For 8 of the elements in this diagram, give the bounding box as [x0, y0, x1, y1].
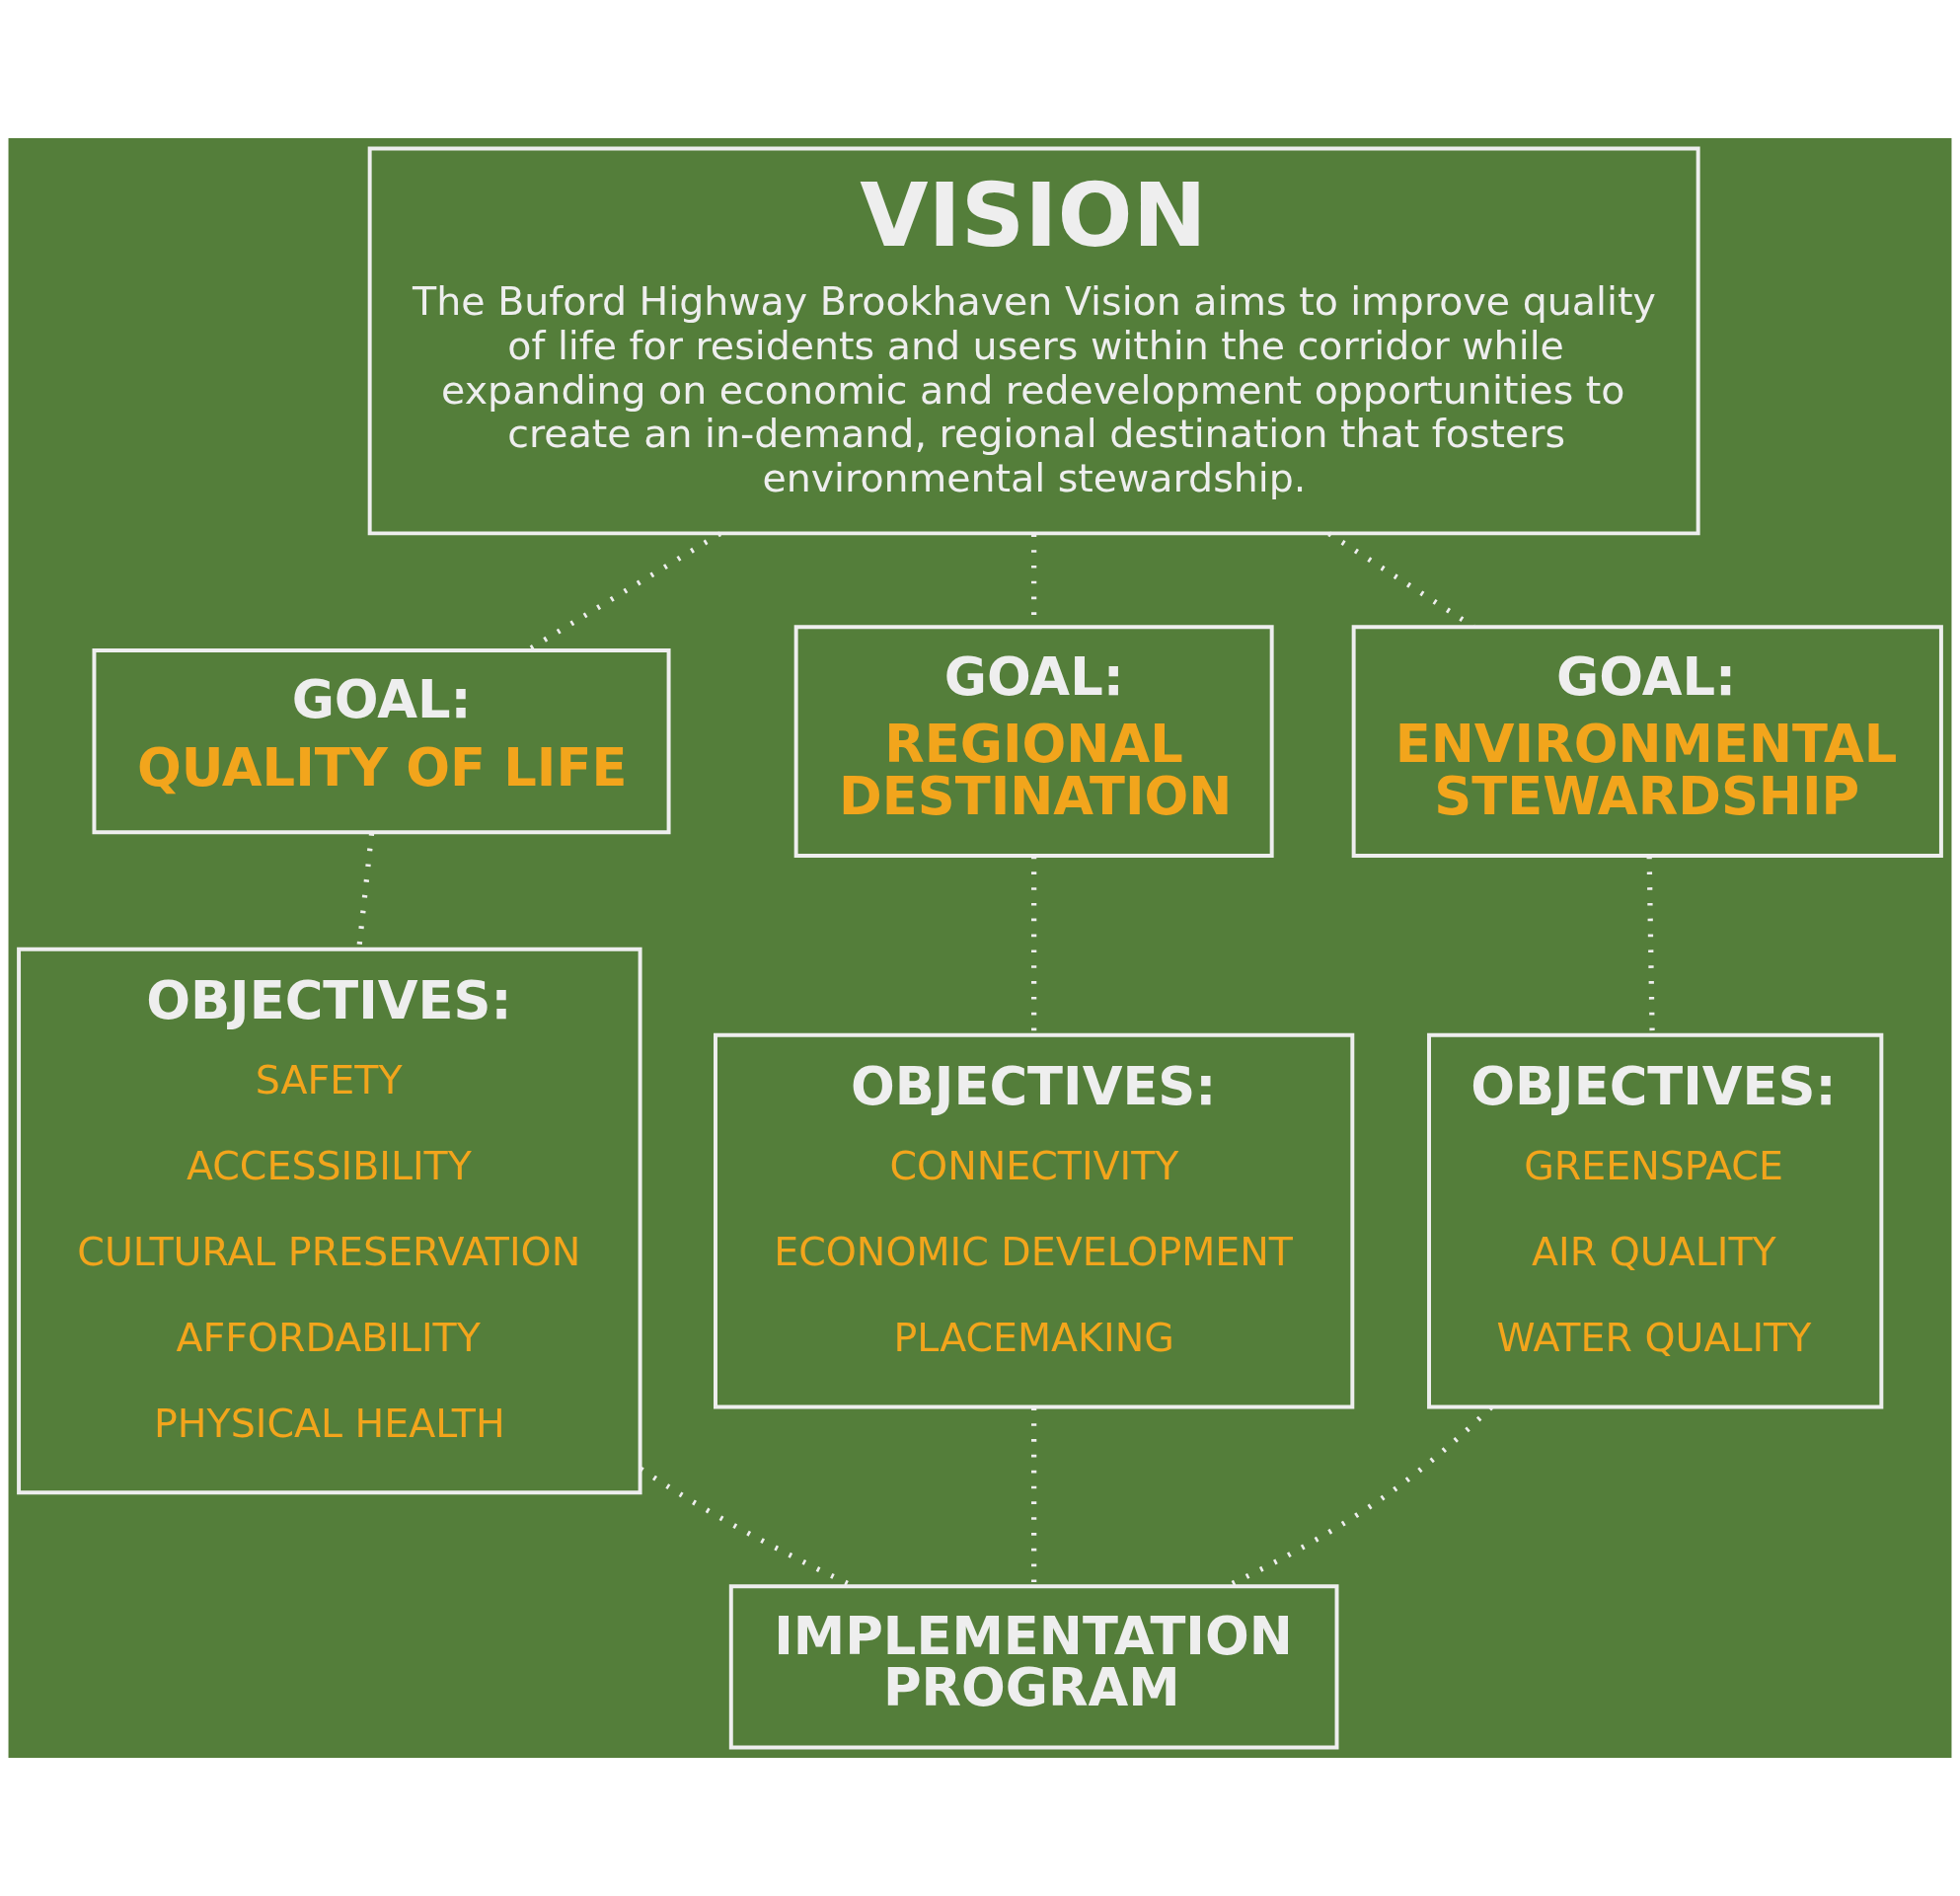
node-box: IMPLEMENTATION PROGRAM [728, 1584, 1339, 1750]
node-box: GOAL: ENVIRONMENTAL STEWARDSHIP [1351, 625, 1943, 858]
node-box: OBJECTIVES: CONNECTIVITY ECONOMIC DEVELOPMENT PLACEMAKING [714, 1032, 1355, 1409]
node-box: OBJECTIVES: GREENSPACE AIR QUALITY WATER QUALITY [1427, 1032, 1884, 1409]
node-box: VISION The Buford Highway Brookhaven Vision aims to improve quality of life for residents and users within the corridor while expanding on economic and redevelopment opportunities to create an in-demand, regional destination that fosters environmental stewardship. [367, 146, 1700, 536]
node-box: GOAL: QUALITY OF LIFE [92, 647, 671, 835]
node-box: OBJECTIVES: SAFETY ACCESSIBILITY CULTURAL PRESERVATION AFFORDABILITY PHYSICAL HEALTH [17, 947, 642, 1495]
node-box: GOAL: REGIONAL DESTINATION [793, 625, 1274, 858]
